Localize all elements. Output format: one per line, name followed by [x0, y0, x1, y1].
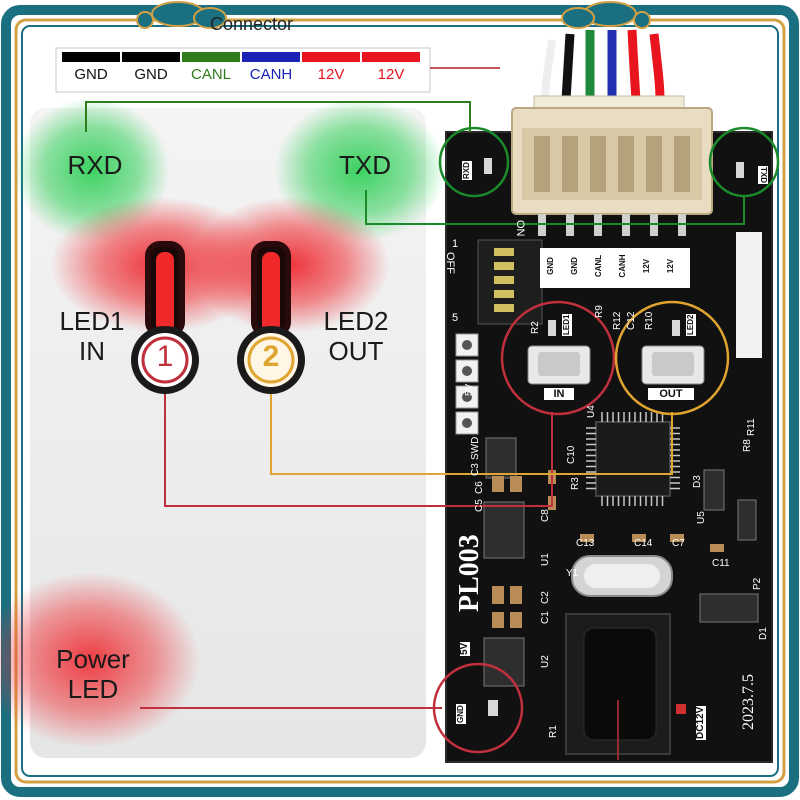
- connector-pin: [534, 136, 550, 192]
- connector-title: Connector: [210, 14, 294, 34]
- gnd-board-tag: GND: [456, 704, 466, 724]
- component-designator: C13: [576, 538, 595, 549]
- component-designator: R8: [742, 439, 753, 452]
- frame-border: [1, 5, 799, 797]
- board-model: PL003: [454, 534, 485, 612]
- component-designator: C3: [470, 463, 481, 476]
- led2-number: 2: [262, 340, 280, 373]
- dip-5-label: 5: [452, 312, 459, 324]
- component-designator: C8: [540, 509, 551, 522]
- rxd-label: RXD: [67, 150, 123, 180]
- wire-color-swatch: [122, 52, 180, 62]
- component-designator: C6: [474, 481, 485, 494]
- component-designator: C12: [626, 311, 637, 330]
- component-designator: C5: [474, 499, 485, 512]
- component-designator: C11: [712, 558, 730, 569]
- txd-label: TXD: [339, 150, 391, 180]
- component-designator: U5: [696, 511, 707, 524]
- component-designator: R1: [548, 725, 559, 738]
- dip-switch-lever: [494, 262, 514, 270]
- led1-label: LED1 IN: [59, 306, 125, 366]
- component-designator: R2: [530, 321, 541, 334]
- terminal-label: 12V: [666, 248, 676, 284]
- dip-1-label: 1: [452, 238, 459, 250]
- rxd-board-tag: RXD: [462, 161, 472, 180]
- wire-color-swatch: [242, 52, 300, 62]
- connector-pin: [590, 136, 606, 192]
- pcb-board: [445, 29, 773, 763]
- connector-pin: [562, 136, 578, 192]
- connector-pin: [618, 136, 634, 192]
- component-designator: R10: [644, 311, 655, 330]
- component-designator: U1: [540, 553, 551, 566]
- component-designator: D1: [758, 627, 769, 640]
- terminal-label: CANH: [618, 248, 628, 284]
- component-designator: R9: [594, 305, 605, 318]
- wire-label: GND: [134, 66, 168, 83]
- component-designator: U4: [586, 405, 597, 418]
- component-designator: Y1: [566, 568, 579, 579]
- dip-switch-lever: [494, 276, 514, 284]
- terminal-label: 12V: [642, 248, 652, 284]
- component-designator: R11: [746, 418, 757, 436]
- led2-board-tag: LED2: [686, 313, 696, 336]
- component-designator: R12: [612, 311, 623, 330]
- component-designator: SWD: [470, 436, 481, 460]
- in-button-tag: IN: [544, 388, 574, 400]
- dc12v-board-tag: DC12V: [695, 705, 706, 740]
- component-designator: C2: [540, 591, 551, 604]
- component-designator: R3: [570, 477, 581, 490]
- mcu-chip: [595, 421, 671, 497]
- led1-board-tag: LED1: [562, 313, 572, 336]
- terminal-label: GND: [546, 248, 556, 284]
- led2-label: LED2 OUT: [323, 306, 389, 366]
- terminal-label: CANL: [594, 248, 604, 284]
- led1-number: 1: [156, 340, 174, 373]
- component-designator: C14: [634, 538, 653, 549]
- cloud-ornament-icon: [136, 1, 651, 29]
- component-designator: C10: [566, 445, 577, 464]
- connector-pin: [674, 136, 690, 192]
- connector-pin: [646, 136, 662, 192]
- dip-switch-lever: [494, 290, 514, 298]
- component-designator: U2: [540, 655, 551, 668]
- dip-switch-lever: [494, 248, 514, 256]
- wire-label: 12V: [377, 66, 405, 83]
- dip-on-label: ON: [514, 220, 526, 237]
- component-designator: D3: [692, 475, 703, 488]
- component-designator: C7: [672, 538, 685, 549]
- wire-color-swatch: [362, 52, 420, 62]
- power-led-glow: [0, 572, 200, 748]
- wire-label: 12V: [317, 66, 345, 83]
- wire-label: GND: [74, 66, 108, 83]
- component-designator: P2: [752, 577, 763, 590]
- dip-off-label: OFF: [444, 252, 456, 274]
- board-date: 2023.7.5: [740, 674, 757, 730]
- wire-label: CANL: [190, 66, 231, 83]
- 5v-board-tag: 5V: [459, 641, 470, 656]
- component-designator: 5V: [464, 383, 475, 396]
- wire-color-swatch: [62, 52, 120, 62]
- terminal-label: GND: [570, 248, 580, 284]
- txd-board-tag: TXD: [758, 166, 768, 184]
- out-button-tag: OUT: [648, 388, 694, 400]
- wire-label: CANH: [249, 66, 293, 83]
- led2-indicator: [237, 241, 305, 394]
- led1-indicator: [131, 241, 199, 394]
- dip-switch-lever: [494, 304, 514, 312]
- wire-color-swatch: [182, 52, 240, 62]
- wire-color-swatch: [302, 52, 360, 62]
- component-designator: C1: [540, 611, 551, 624]
- power-led-label: Power LED: [56, 644, 130, 704]
